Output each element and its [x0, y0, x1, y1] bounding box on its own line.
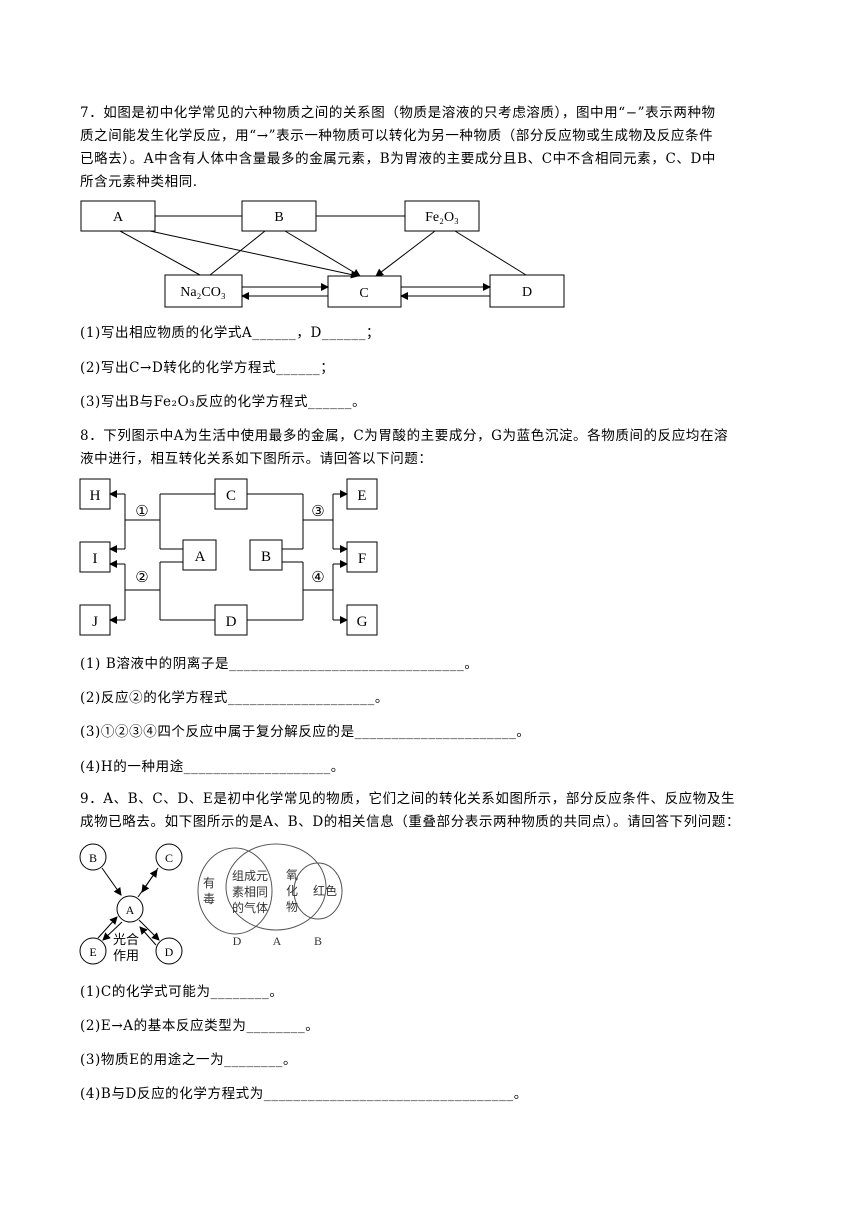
q7-stem-line: 所含元素种类相同. — [80, 174, 198, 190]
q9-node-e — [79, 937, 107, 965]
venn-oxide-2: 化 — [286, 884, 298, 898]
q9-label-e: E — [89, 945, 96, 959]
q7-box-na2co3 — [164, 274, 243, 308]
q7-sub2: (2)写出C→D转化的化学方程式______； — [80, 360, 335, 376]
q9-sub2: (2)E→A的基本反应类型为________。 — [80, 1018, 320, 1034]
q7-stem-line: 质之间能发生化学反应，用“→”表示一种物质可以转化为另一种物质（部分反应物或生成… — [80, 128, 714, 144]
venn-toxic-2: 毒 — [203, 892, 215, 906]
q8-reaction-4: ④ — [311, 570, 324, 586]
q7-sub3: (3)写出B与Fe₂O₃反应的化学方程式______。 — [80, 394, 367, 410]
venn-circle-d — [197, 847, 273, 935]
q9-node-c — [155, 843, 183, 871]
venn-label-a: A — [273, 934, 282, 948]
venn-oxide-3: 物 — [286, 900, 298, 914]
q7-line-a-na2co3 — [119, 230, 201, 276]
q9-photosynthesis-2: 作用 — [113, 948, 139, 963]
q8-reaction-2: ② — [135, 570, 148, 586]
q8-stem-line: 液中进行，相互转化关系如下图所示。请回答以下问题： — [80, 451, 433, 467]
q8-reaction-3: ③ — [311, 504, 324, 520]
q8-sub1: (1) B溶液中的阴离子是___________________________… — [80, 656, 479, 672]
q9-venn — [197, 843, 343, 935]
q9-arrow-e-a — [97, 916, 118, 939]
q9-label-a: A — [126, 903, 135, 917]
q8-sub4: (4)H的一种用途____________________。 — [80, 759, 345, 775]
q9-stem-line: 9．A、B、C、D、E是初中化学常见的物质，它们之间的转化关系如图所示，部分反应… — [80, 791, 736, 807]
q8-box-i — [79, 541, 111, 573]
q7-arrow-a-c — [149, 230, 359, 279]
q8-label-i: I — [93, 551, 98, 567]
q9-label-b: B — [89, 851, 97, 865]
q8-label-j: J — [92, 614, 98, 630]
q9-diagram — [79, 843, 183, 965]
q7-sub1: (1)写出相应物质的化学式A______，D______； — [80, 325, 381, 341]
q9-stem: 9．A、B、C、D、E是初中化学常见的物质，它们之间的转化关系如图所示，部分反应… — [80, 788, 780, 834]
q7-label-na2co3: Na₂CO₃ — [180, 285, 226, 300]
q8-sub3: (3)①②③④四个反应中属于复分解反应的是___________________… — [80, 724, 531, 740]
venn-same-1: 组成元 — [232, 869, 268, 883]
q8-label-e: E — [357, 488, 366, 504]
q7-stem: 7．如图是初中化学常见的六种物质之间的关系图（物质是溶液的只考虑溶质），图中用“… — [80, 102, 780, 194]
q9-sub4: (4)B与D反应的化学方程式为_________________________… — [80, 1086, 528, 1102]
q7-label-fe2o3: Fe₂O₃ — [425, 210, 459, 225]
q8-box-a — [182, 539, 217, 571]
venn-same-3: 的气体 — [232, 900, 268, 915]
q9-arrow-a-e — [102, 921, 123, 941]
q9-arrow-b-a — [101, 867, 122, 896]
q9-arrow-c-a — [141, 867, 159, 893]
venn-circle-a — [225, 843, 327, 931]
venn-label-b: B — [314, 934, 322, 948]
q8-label-g: G — [357, 614, 368, 630]
q9-label-c: C — [165, 851, 173, 865]
q9-node-b — [79, 843, 107, 871]
q7-label-d: D — [522, 285, 532, 300]
q9-node-a — [116, 895, 144, 923]
q9-stem-line: 成物已略去。如下图所示的是A、B、D的相关信息（重叠部分表示两种物质的共同点）。… — [80, 814, 741, 830]
q7-arrow-b-c — [284, 230, 361, 277]
q8-box-b — [249, 539, 283, 571]
q8-label-c: C — [226, 488, 236, 504]
venn-red: 红色 — [313, 883, 337, 898]
q8-label-h: H — [90, 488, 101, 504]
q8-label-b: B — [261, 549, 271, 565]
q9-label-d: D — [165, 945, 174, 959]
q9-photosynthesis-1: 光合 — [113, 932, 139, 947]
q9-arrow-a-d — [138, 919, 160, 941]
q8-stem-line: 8．下列图示中A为生活中使用最多的金属，C为胃酸的主要成分，G为蓝色沉淀。各物质… — [80, 428, 729, 444]
q7-stem-line: 已略去）。A中含有人体中含量最多的金属元素，B为胃液的主要成分且B、C中不含相同… — [80, 151, 717, 167]
q7-box-c — [327, 275, 402, 308]
venn-same-2: 素相同 — [232, 885, 268, 899]
q7-line-fe2o3-d — [454, 230, 527, 276]
q7-label-a: A — [113, 210, 124, 225]
q8-label-f: F — [358, 551, 366, 567]
venn-label-d: D — [233, 934, 242, 948]
q7-line-b-na2co3 — [209, 230, 266, 276]
q9-arrow-d-a — [139, 926, 157, 946]
venn-oxide-1: 氧 — [286, 868, 298, 882]
q8-box-f — [346, 541, 378, 573]
q8-stem: 8．下列图示中A为生活中使用最多的金属，C为胃酸的主要成分，G为蓝色沉淀。各物质… — [80, 425, 780, 471]
q7-box-d — [489, 274, 565, 308]
q8-reaction-1: ① — [135, 504, 148, 520]
q9-sub1: (1)C的化学式可能为________。 — [80, 984, 284, 1000]
q7-stem-line: 7．如图是初中化学常见的六种物质之间的关系图（物质是溶液的只考虑溶质），图中用“… — [80, 105, 716, 121]
q7-label-b: B — [274, 210, 283, 225]
q8-diagram — [79, 478, 378, 636]
q8-sub2: (2)反应②的化学方程式____________________。 — [80, 690, 389, 706]
venn-circle-b — [293, 862, 343, 920]
q7-arrow-fe2o3-c — [375, 230, 436, 277]
q8-label-a: A — [195, 549, 206, 565]
q7-label-c: C — [359, 286, 368, 301]
q9-sub3: (3)物质E的用途之一为________。 — [80, 1052, 298, 1068]
q9-node-d — [155, 937, 183, 965]
q8-label-d: D — [226, 614, 237, 630]
venn-toxic-1: 有 — [203, 876, 215, 890]
q7-diagram — [80, 200, 565, 308]
